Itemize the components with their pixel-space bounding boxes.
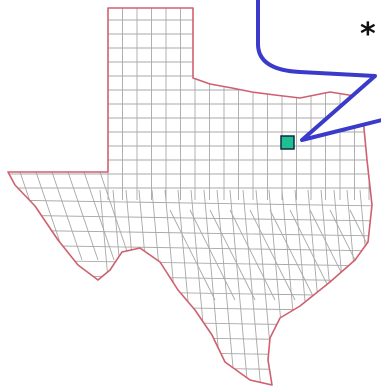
county-boundary [8,319,372,327]
county-boundary [8,349,372,357]
callout-asterisk: * [360,17,376,52]
county-boundary [83,171,115,261]
county-boundary [373,190,381,390]
county-boundary [8,229,372,237]
county-boundary [8,199,372,207]
county-boundary [229,209,276,301]
county-boundary [216,189,236,385]
county-boundary [242,189,262,385]
county-boundary [189,209,236,301]
county-boundary [349,209,372,301]
county-boundary [209,209,256,301]
location-marker [280,135,295,150]
county-boundary [8,379,372,385]
county-boundary [8,364,372,372]
county-boundary [229,189,249,385]
state-outline [7,7,373,386]
county-boundary [67,171,99,261]
county-boundary [99,171,131,261]
county-boundary [8,214,372,222]
county-boundary [8,334,372,342]
county-boundary [269,209,316,301]
county-boundary [249,209,296,301]
county-boundary [169,209,216,301]
callout-bubble [256,0,381,142]
county-boundary [51,171,83,261]
